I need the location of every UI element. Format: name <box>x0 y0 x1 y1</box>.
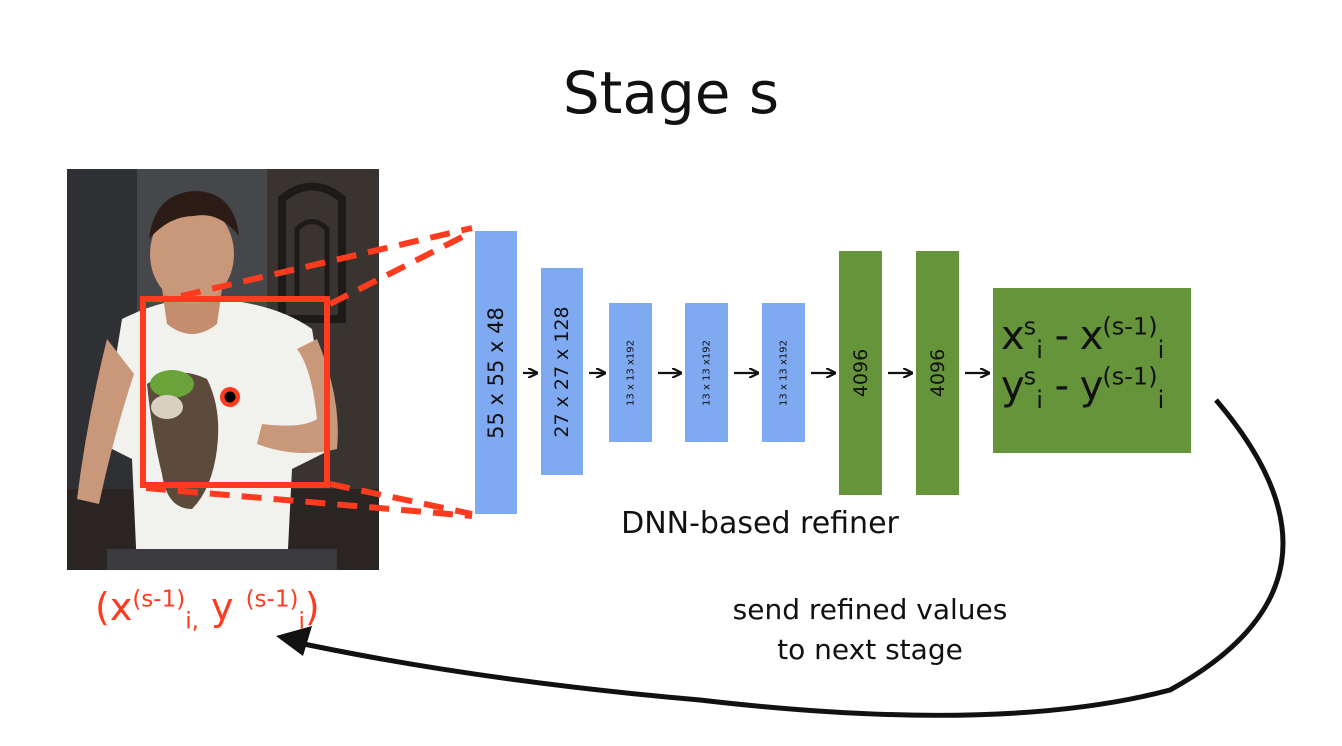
conv-layer-4: 13 x 13 x192 <box>685 303 728 442</box>
feedback-note-line1: send refined values <box>732 593 1008 626</box>
conv-layer-5: 13 x 13 x192 <box>762 303 805 442</box>
fc-layer-2: 4096 <box>916 251 959 495</box>
conv-layer-3: 13 x 13 x192 <box>609 303 652 442</box>
stage-title: Stage s <box>562 59 780 127</box>
feedback-arrowhead <box>276 626 312 656</box>
output-offsets-box: xsi - x(s-1)i ysi - y(s-1)i <box>993 288 1191 453</box>
conv-layer-1: 55 x 55 x 48 <box>475 231 517 514</box>
conv-layer-2: 27 x 27 x 128 <box>541 268 583 475</box>
crop-region <box>140 296 330 488</box>
output-formula-y: ysi - y(s-1)i <box>1001 362 1165 414</box>
fc-layer-1: 4096 <box>839 251 882 495</box>
feedback-arrow <box>284 398 1286 718</box>
input-coordinate-label: (x(s-1)i, y (s-1)i) <box>95 585 320 635</box>
output-formula-x: xsi - x(s-1)i <box>1001 312 1165 364</box>
refiner-caption: DNN-based refiner <box>621 506 899 541</box>
feedback-note-line2: to next stage <box>777 633 963 666</box>
feedback-note: send refined values to next stage <box>690 590 1050 670</box>
zoom-lines <box>145 225 474 519</box>
